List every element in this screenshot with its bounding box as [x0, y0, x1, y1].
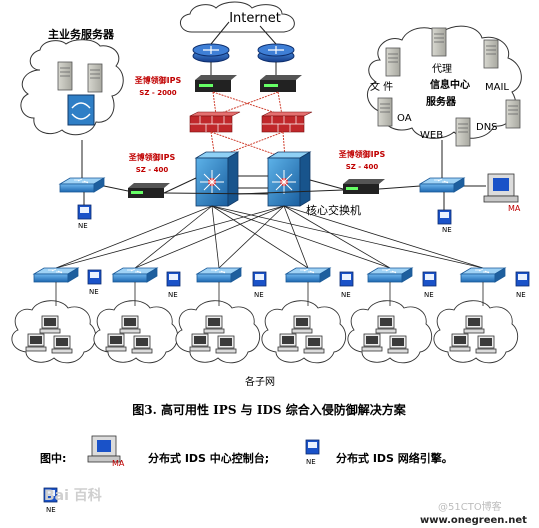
firewall-icon-left — [189, 111, 241, 133]
ne-label: NE — [89, 288, 99, 296]
ips-device-right — [343, 179, 385, 194]
ne-label: NE — [254, 291, 264, 299]
router-icon-left — [192, 43, 230, 63]
internet-cloud — [180, 1, 295, 33]
ne-label: NE — [516, 291, 526, 299]
server-icon — [57, 61, 73, 91]
file-server-label: 文 件 — [370, 80, 393, 93]
watermark-right: @51CTO博客 — [438, 500, 502, 513]
figure-caption: 图3. 高可用性 IPS 与 IDS 综合入侵防御解决方案 — [132, 402, 406, 417]
server-icon — [431, 27, 447, 57]
access-switch-1 — [33, 267, 79, 283]
legend-ne-label: NE — [306, 458, 316, 466]
legend-ma-label: MA — [112, 459, 125, 468]
ne-engine-icon — [87, 269, 102, 285]
ne-engine-icon — [515, 271, 530, 287]
core-switch-label: 核心交换机 — [306, 203, 361, 217]
legend-ma-icon — [87, 435, 121, 463]
switch-icon-left-server — [59, 177, 105, 193]
server-icon — [505, 99, 521, 129]
ips-right-name: 圣博领御IPS — [338, 149, 386, 159]
legend-ne-desc: 分布式 IDS 网络引擎。 — [336, 451, 453, 465]
ne-engine-icon — [422, 271, 437, 287]
ips-left-name: 圣博领御IPS — [128, 152, 176, 162]
proxy-server-label: 代理 — [432, 63, 452, 75]
ne-engine-icon — [437, 209, 452, 225]
ne-engine-icon — [252, 271, 267, 287]
server-icon — [377, 97, 393, 127]
legend-ne-icon — [305, 439, 320, 455]
legend-prefix: 图中: — [40, 451, 66, 465]
web-server-label: WEB — [420, 130, 443, 141]
ne-label: NE — [168, 291, 178, 299]
core-switch-left — [194, 151, 240, 207]
access-switch-3 — [196, 267, 242, 283]
switch-icon-right-server — [419, 177, 465, 193]
ne-label: NE — [341, 291, 351, 299]
access-switch-6 — [460, 267, 506, 283]
cluster-switch-icon — [67, 94, 95, 126]
server-icon — [455, 117, 471, 147]
ne-engine-icon — [77, 204, 92, 220]
info-center-title-2: 服务器 — [426, 95, 457, 108]
server-icon — [385, 47, 401, 77]
ne-label: NE — [442, 226, 452, 234]
subnet-clouds — [11, 300, 519, 364]
legend-ma-desc: 分布式 IDS 中心控制台; — [148, 451, 269, 465]
ips-device-top-left — [195, 75, 237, 92]
access-switch-5 — [367, 267, 413, 283]
subnets-label: 各子网 — [245, 375, 275, 388]
ne-label: NE — [78, 222, 88, 230]
ma-label: MA — [508, 204, 521, 213]
mail-server-label: MAIL — [485, 82, 509, 93]
info-center-title-1: 信息中心 — [430, 78, 470, 91]
core-switch-right — [266, 151, 312, 207]
internet-label: Internet — [229, 11, 281, 26]
ips-top-name: 圣博领御IPS — [134, 75, 182, 85]
ne-label: NE — [424, 291, 434, 299]
ips-device-top-right — [260, 75, 302, 92]
ne-engine-icon — [166, 271, 181, 287]
ips-right-model: SZ - 400 — [346, 163, 379, 171]
site-url: www.onegreen.net — [420, 515, 527, 526]
ips-device-left — [128, 183, 170, 198]
firewall-icon-right — [261, 111, 313, 133]
main-servers-label: 主业务服务器 — [48, 27, 115, 41]
uplinks — [55, 205, 484, 269]
ma-console-icon — [483, 173, 519, 203]
ips-top-model: SZ - 2000 — [139, 89, 177, 97]
watermark-left: Bai 百科 — [44, 487, 102, 504]
ne-label: NE — [46, 506, 56, 514]
access-switch-4 — [285, 267, 331, 283]
server-icon — [87, 63, 103, 93]
access-switch-2 — [112, 267, 158, 283]
ne-engine-icon — [339, 271, 354, 287]
dns-server-label: DNS — [476, 122, 498, 133]
router-icon-right — [257, 43, 295, 63]
oa-server-label: OA — [397, 113, 412, 124]
ips-left-model: SZ - 400 — [136, 166, 169, 174]
server-icon — [483, 39, 499, 69]
